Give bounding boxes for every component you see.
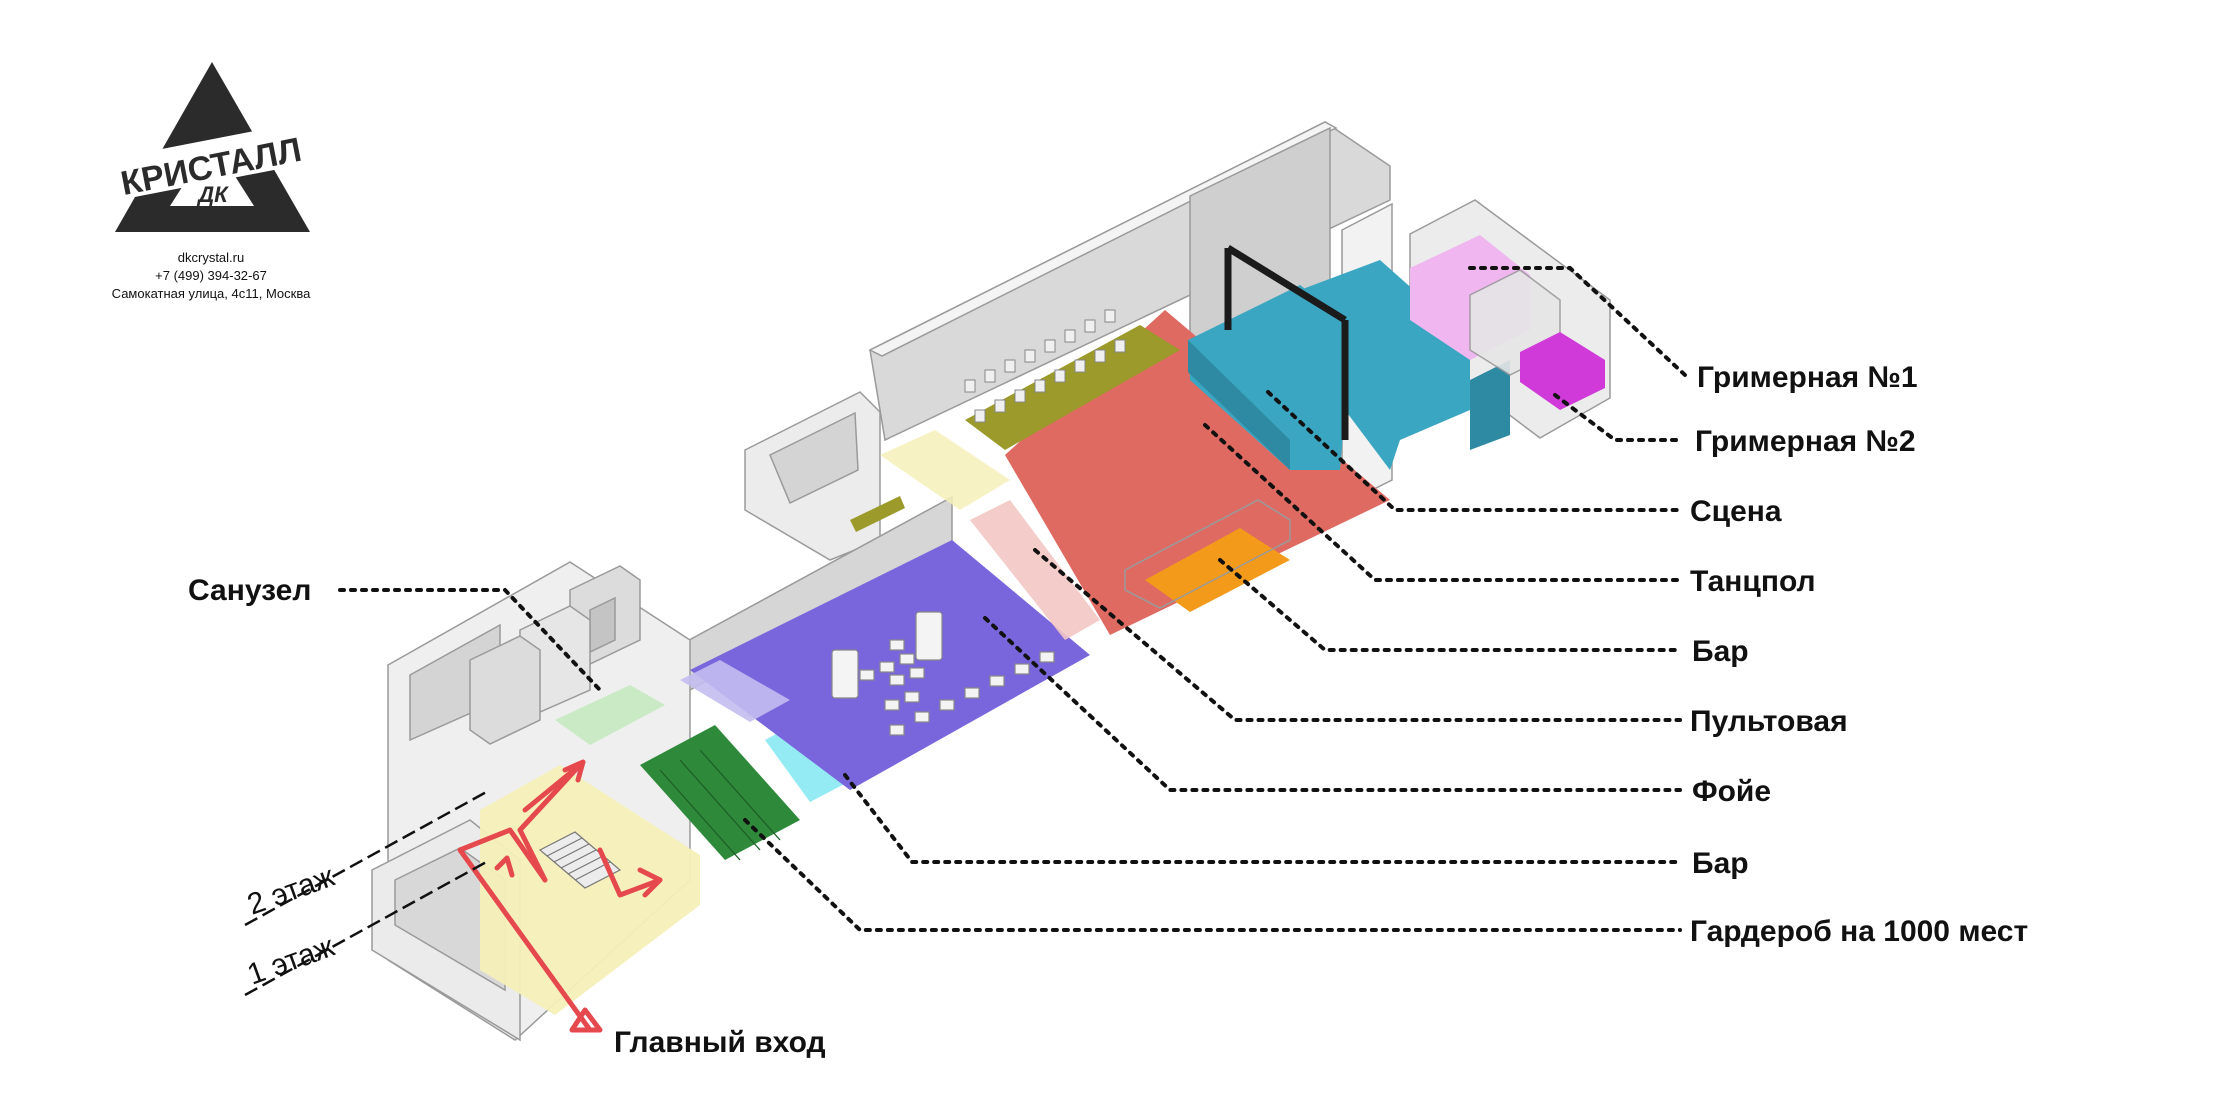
entrance-route: [457, 759, 663, 1033]
label-grimernaya-2: Гримерная №2: [1695, 425, 1916, 458]
zone-control-room: [970, 500, 1100, 640]
leader-pultovaya: [1033, 548, 1682, 722]
hall-back-wall-top: [868, 121, 1338, 357]
leader-tancpol: [1203, 423, 1682, 582]
label-tancpol: Танцпол: [1690, 565, 1816, 598]
zone-bar: [1145, 528, 1290, 612]
leader-garderob: [743, 818, 1682, 932]
leader-grimernaya2: [1553, 393, 1682, 442]
floor-1-line: [244, 858, 491, 997]
zone-lobby-upper: [880, 430, 1010, 510]
cloakroom-racks: [659, 749, 781, 861]
label-bar-top: Бар: [1692, 635, 1749, 668]
contact-phone: +7 (499) 394-32-67: [155, 268, 267, 283]
label-sanuzel: Санузел: [188, 574, 311, 607]
zone-stage-front: [1188, 340, 1290, 470]
label-grimernaya-1: Гримерная №1: [1697, 361, 1918, 394]
zone-foyer-light: [680, 660, 790, 722]
leader-sanuzel: [338, 588, 602, 692]
zone-stage-top: [1188, 285, 1345, 470]
seating-rows: [964, 309, 1126, 423]
zone-stage-ext: [1470, 360, 1510, 450]
label-bar-bottom: Бар: [1692, 847, 1749, 880]
label-foye: Фойе: [1692, 775, 1771, 808]
zone-cloakroom: [640, 725, 800, 860]
restroom-stalls: [469, 565, 641, 745]
leader-bar-bottom: [843, 773, 1682, 864]
leader-lines: [338, 266, 1687, 932]
label-garderob: Гардероб на 1000 мест: [1690, 915, 2028, 948]
building: [371, 121, 1611, 1042]
contact-site: dkcrystal.ru: [178, 250, 244, 265]
floor-2-label: 2 этаж: [243, 860, 339, 922]
label-pultovaya: Пультовая: [1690, 705, 1848, 738]
leader-scena: [1266, 390, 1682, 512]
stage-truss: [1224, 245, 1349, 440]
foyer-furniture: [831, 611, 1055, 736]
zone-restroom-green: [555, 685, 665, 745]
contact-address: Самокатная улица, 4с11, Москва: [112, 286, 311, 301]
leader-grimernaya1: [1468, 266, 1687, 377]
logo: КРИСТАЛЛ ДК: [102, 62, 318, 232]
floor-2-line: [244, 788, 491, 927]
staircase: [538, 831, 622, 889]
zone-seating-small: [850, 496, 905, 532]
logo-banner: [102, 120, 318, 202]
logo-sub: ДК: [196, 182, 229, 207]
zone-seating: [965, 325, 1180, 450]
upper-left-inner: [769, 411, 859, 505]
leader-bar-top: [1218, 558, 1682, 652]
label-scena: Сцена: [1690, 495, 1782, 528]
bar-counter: [1124, 499, 1291, 609]
zone-dressing-2: [1520, 332, 1605, 410]
floor-1-label: 1 этаж: [243, 930, 339, 992]
leader-foye: [983, 616, 1682, 792]
label-main-entrance: Главный вход: [614, 1026, 826, 1059]
